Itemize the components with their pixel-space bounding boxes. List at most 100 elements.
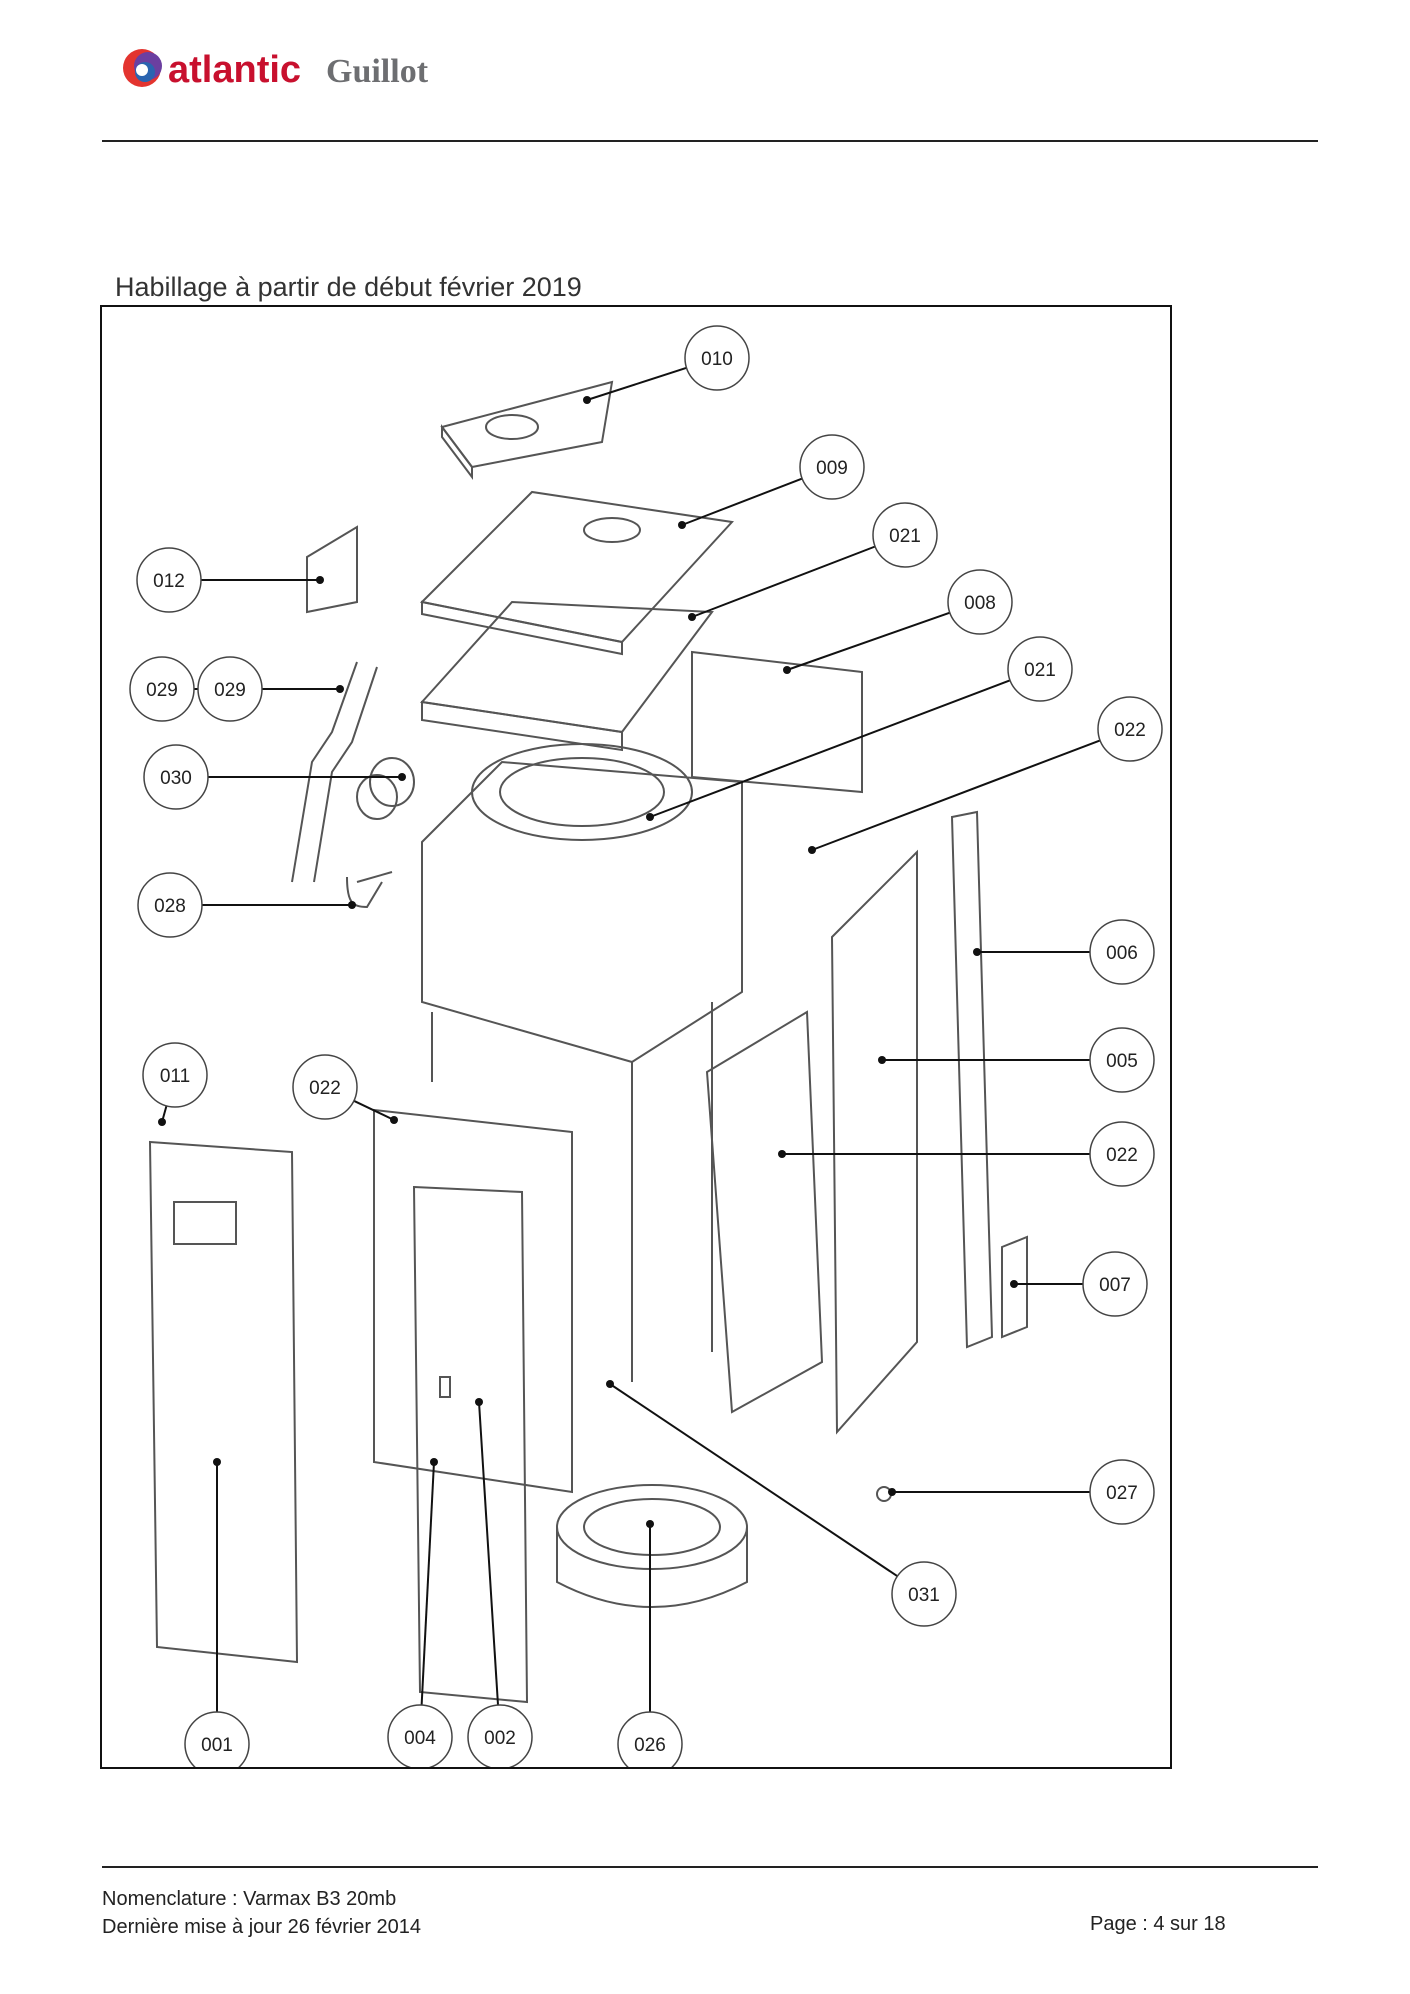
callout-circle — [467, 1704, 533, 1767]
callout-circle — [136, 547, 202, 613]
callout-009: 009 — [678, 434, 865, 529]
callout-leader-dot — [336, 685, 344, 693]
callout-circle — [872, 502, 938, 568]
callout-leader-dot — [475, 1398, 483, 1406]
callout-leader-dot — [688, 613, 696, 621]
callout-030: 030 — [143, 744, 406, 810]
part-021-insulation — [420, 600, 714, 734]
callout-label: 021 — [1024, 660, 1056, 681]
callout-leader-dot — [158, 1118, 166, 1126]
part-012-bracket — [306, 525, 358, 614]
part-030-sleeve — [369, 757, 415, 807]
part-006-profile — [950, 810, 994, 1349]
part-022-right-panel — [705, 1010, 824, 1414]
callout-label: 022 — [1106, 1145, 1138, 1166]
callout-leader-dot — [678, 521, 686, 529]
callout-circle — [1097, 696, 1163, 762]
callout-leader-dot — [606, 1380, 614, 1388]
part-007-plate — [1001, 1235, 1028, 1339]
callout-circle — [617, 1711, 683, 1767]
footer-last-update: Dernière mise à jour 26 février 2014 — [102, 1916, 422, 1938]
part-021-ring-inner — [499, 757, 665, 827]
callout-circle — [891, 1561, 957, 1627]
callout-circle — [1089, 1027, 1155, 1093]
callout-005: 005 — [878, 1027, 1155, 1093]
part-frame — [421, 760, 743, 1064]
callout-label: 029 — [146, 680, 178, 701]
callout-circle — [142, 1042, 208, 1108]
callout-label: 009 — [816, 458, 848, 479]
callout-022: 022 — [778, 1121, 1155, 1187]
diagram-parts — [148, 380, 1028, 1704]
part-001-control-panel — [173, 1201, 237, 1245]
callout-021: 021 — [646, 636, 1073, 821]
part-008-rear-panel — [691, 650, 863, 794]
section-title: Habillage à partir de début février 2019 — [115, 272, 582, 302]
callout-label: 012 — [153, 571, 185, 592]
callout-leader-dot — [348, 901, 356, 909]
part-009-top-panel-edge — [421, 600, 623, 656]
callout-006: 006 — [973, 919, 1155, 985]
callout-circle — [684, 325, 750, 391]
callout-circle — [1089, 919, 1155, 985]
callout-label: 022 — [309, 1078, 341, 1099]
callout-label: 010 — [701, 349, 733, 370]
callout-002: 002 — [467, 1398, 533, 1767]
callout-label: 028 — [154, 896, 186, 917]
callout-circle — [143, 744, 209, 810]
footer-nomenclature: Nomenclature : Varmax B3 20mb — [102, 1888, 397, 1910]
callout-circle — [1007, 636, 1073, 702]
callout-011: 011 — [142, 1042, 208, 1126]
callout-label: 021 — [889, 526, 921, 547]
callout-leader-dot — [888, 1488, 896, 1496]
part-001-front-door — [148, 1140, 299, 1664]
callout-leader-dot — [778, 1150, 786, 1158]
callout-circle — [947, 569, 1013, 635]
callout-leader-line — [353, 1099, 395, 1121]
callout-label: 011 — [160, 1066, 190, 1087]
callout-circle — [292, 1054, 358, 1120]
callout-circle — [1082, 1251, 1148, 1317]
callout-leader-line — [586, 366, 687, 401]
callout-label: 008 — [964, 593, 996, 614]
footer-divider — [102, 1866, 1318, 1868]
callout-leader-line — [681, 477, 803, 526]
callout-label: 004 — [404, 1728, 436, 1749]
callout-label: 007 — [1099, 1275, 1131, 1296]
callout-circle — [1089, 1459, 1155, 1525]
logo-mark-icon: atlantic Guillot — [123, 49, 429, 91]
callout-021: 021 — [688, 502, 938, 621]
callout-001: 001 — [184, 1458, 250, 1767]
callout-leader-line — [649, 679, 1011, 818]
logo-text-secondary: Guillot — [326, 53, 429, 90]
callout-leader-dot — [783, 666, 791, 674]
part-029-pipe — [291, 661, 378, 883]
callout-label: 027 — [1106, 1483, 1138, 1504]
callout-022: 022 — [808, 696, 1163, 854]
callout-circle — [129, 656, 195, 722]
callout-022: 022 — [292, 1054, 398, 1124]
part-009-hole — [583, 517, 641, 543]
callout-007: 007 — [1010, 1251, 1148, 1317]
header-divider — [102, 140, 1318, 142]
callout-008: 008 — [783, 569, 1013, 674]
callout-label: 031 — [908, 1585, 940, 1606]
part-030-sleeve-back — [356, 774, 398, 820]
callout-leader-dot — [878, 1056, 886, 1064]
callout-012: 012 — [136, 547, 324, 613]
callout-026: 026 — [617, 1520, 683, 1767]
part-026-base-ring-side — [556, 1527, 748, 1608]
callout-circle — [799, 434, 865, 500]
callout-circle — [197, 656, 263, 722]
callout-leader-line — [420, 1461, 435, 1706]
callout-leader-dot — [808, 846, 816, 854]
callout-004: 004 — [387, 1458, 453, 1767]
logo-text-primary: atlantic — [168, 49, 301, 91]
callout-leader-dot — [316, 576, 324, 584]
footer-page-number: Page : 4 sur 18 — [1090, 1913, 1226, 1935]
callout-029: 029 — [129, 656, 241, 722]
callout-circle — [137, 872, 203, 938]
callout-leader-dot — [646, 1520, 654, 1528]
